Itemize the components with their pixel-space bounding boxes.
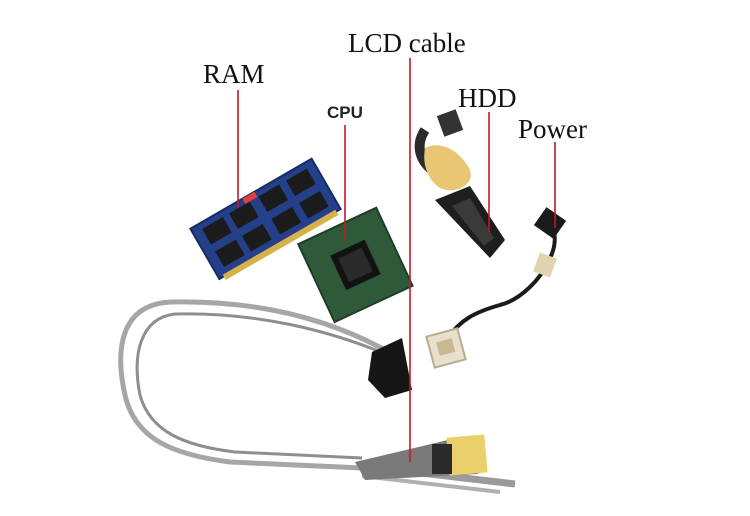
label-ram: RAM: [203, 59, 265, 89]
power-cable: [425, 207, 567, 369]
lcd-cable-connector: [368, 338, 412, 398]
label-hdd: HDD: [458, 83, 517, 113]
pointer-lines: [237, 58, 556, 462]
label-cpu: CPU: [327, 103, 363, 122]
label-lcd-cable: LCD cable: [348, 28, 466, 58]
hdd-connector: [414, 109, 505, 258]
label-power: Power: [518, 114, 587, 144]
lcd-ribbon-cable: [118, 299, 516, 494]
cpu-chip: [296, 206, 414, 324]
ram-module: [189, 157, 342, 281]
